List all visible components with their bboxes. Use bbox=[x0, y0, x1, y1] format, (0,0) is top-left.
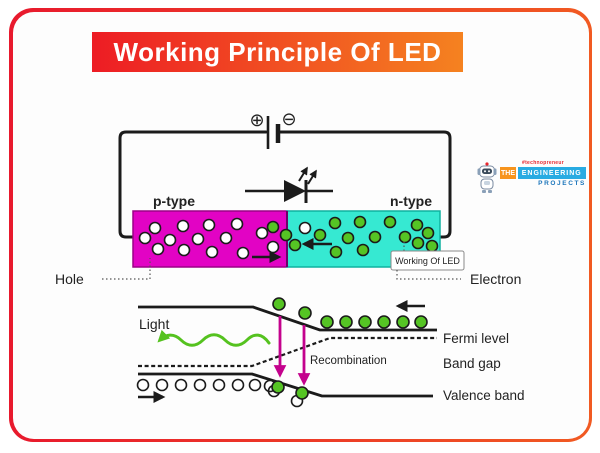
battery-plus-icon: ⊕ bbox=[249, 110, 264, 130]
electron-particle bbox=[328, 216, 342, 230]
electron-particle bbox=[414, 315, 428, 329]
hole-particle bbox=[266, 240, 280, 254]
fermi-level-label: Fermi level bbox=[443, 331, 509, 346]
band-diagram: Light Recombination Fermi level Band gap… bbox=[136, 297, 525, 408]
electron-particle bbox=[358, 315, 372, 329]
hole-particle bbox=[205, 245, 219, 259]
conduction-electrons bbox=[272, 297, 428, 329]
battery-symbol: ⊕ ⊖ bbox=[249, 109, 297, 149]
electron-particle bbox=[320, 315, 334, 329]
n-type-holes bbox=[298, 221, 312, 235]
electron-particle bbox=[272, 297, 286, 311]
logo-word-engineering: ENGINEERING bbox=[517, 167, 586, 179]
electron-particle bbox=[411, 236, 425, 250]
p-type-label: p-type bbox=[153, 193, 195, 209]
hole-particle bbox=[163, 233, 177, 247]
electron-particle bbox=[377, 315, 391, 329]
electron-particle bbox=[341, 231, 355, 245]
hole-particle bbox=[136, 378, 150, 392]
hole-particle bbox=[230, 217, 244, 231]
valence-band-line bbox=[138, 372, 433, 398]
hole-particle bbox=[176, 219, 190, 233]
hole-particle bbox=[174, 378, 188, 392]
conduction-band-line bbox=[138, 305, 437, 332]
hole-particle bbox=[219, 231, 233, 245]
hole-particle bbox=[148, 221, 162, 235]
working-of-led-label: Working Of LED bbox=[395, 256, 460, 266]
hole-particle bbox=[193, 378, 207, 392]
hole-particle bbox=[177, 243, 191, 257]
valence-holes bbox=[136, 378, 277, 393]
hole-particle bbox=[202, 218, 216, 232]
electron-particle bbox=[353, 215, 367, 229]
electron-particle bbox=[368, 230, 382, 244]
light-wave-arrow bbox=[157, 329, 271, 347]
electron-particle bbox=[339, 315, 353, 329]
electron-particle bbox=[383, 215, 397, 229]
p-type-holes bbox=[138, 217, 280, 260]
hole-particle bbox=[236, 246, 250, 260]
valence-band-label: Valence band bbox=[443, 388, 525, 403]
electron-label: Electron bbox=[470, 271, 521, 287]
electron-callout-line bbox=[396, 270, 461, 280]
working-of-led-box: Working Of LED bbox=[390, 250, 465, 271]
page-title: Working Principle Of LED bbox=[113, 36, 442, 67]
electron-particle bbox=[295, 386, 309, 400]
hole-particle bbox=[151, 242, 165, 256]
robot-icon bbox=[477, 162, 497, 193]
electron-particle bbox=[313, 228, 327, 242]
n-type-label: n-type bbox=[390, 193, 432, 209]
electron-particle bbox=[425, 239, 439, 253]
battery-minus-icon: ⊖ bbox=[281, 109, 296, 129]
logo-word-projects: PROJECTS bbox=[538, 180, 586, 187]
electron-particle bbox=[288, 238, 302, 252]
hole-label: Hole bbox=[55, 271, 84, 287]
hole-particle bbox=[255, 226, 269, 240]
fermi-level-line bbox=[138, 336, 437, 368]
electron-particle bbox=[271, 380, 285, 394]
n-type-electrons bbox=[288, 215, 439, 259]
electron-particle bbox=[396, 315, 410, 329]
hole-particle bbox=[212, 378, 226, 392]
title-banner: Working Principle Of LED bbox=[92, 32, 463, 72]
led-symbol-icon bbox=[245, 166, 333, 203]
circuit-wires bbox=[118, 130, 452, 239]
electron-particle bbox=[398, 230, 412, 244]
hole-particle bbox=[191, 232, 205, 246]
electron-particle bbox=[329, 245, 343, 259]
electron-particle bbox=[356, 243, 370, 257]
logo-hashtag: #technopreneur bbox=[522, 160, 564, 166]
p-type-electrons bbox=[266, 220, 293, 242]
electron-particle bbox=[421, 226, 435, 240]
hole-particle bbox=[155, 378, 169, 392]
band-gap-label: Band gap bbox=[443, 356, 501, 371]
hole-particle bbox=[248, 378, 262, 392]
hole-particle bbox=[298, 221, 312, 235]
logo-word-the: THE bbox=[500, 167, 516, 179]
engineering-projects-logo: #technopreneur THE ENGINEERING PROJECTS bbox=[476, 160, 588, 200]
electron-particle bbox=[410, 218, 424, 232]
hole-callout-line bbox=[102, 258, 151, 280]
recombining-electrons bbox=[271, 380, 309, 400]
light-label: Light bbox=[139, 316, 169, 332]
hole-particle bbox=[231, 378, 245, 392]
recombination-label: Recombination bbox=[310, 355, 387, 367]
electron-particle bbox=[266, 220, 280, 234]
electron-particle bbox=[279, 228, 293, 242]
hole-particle bbox=[138, 231, 152, 245]
electron-particle bbox=[298, 306, 312, 320]
